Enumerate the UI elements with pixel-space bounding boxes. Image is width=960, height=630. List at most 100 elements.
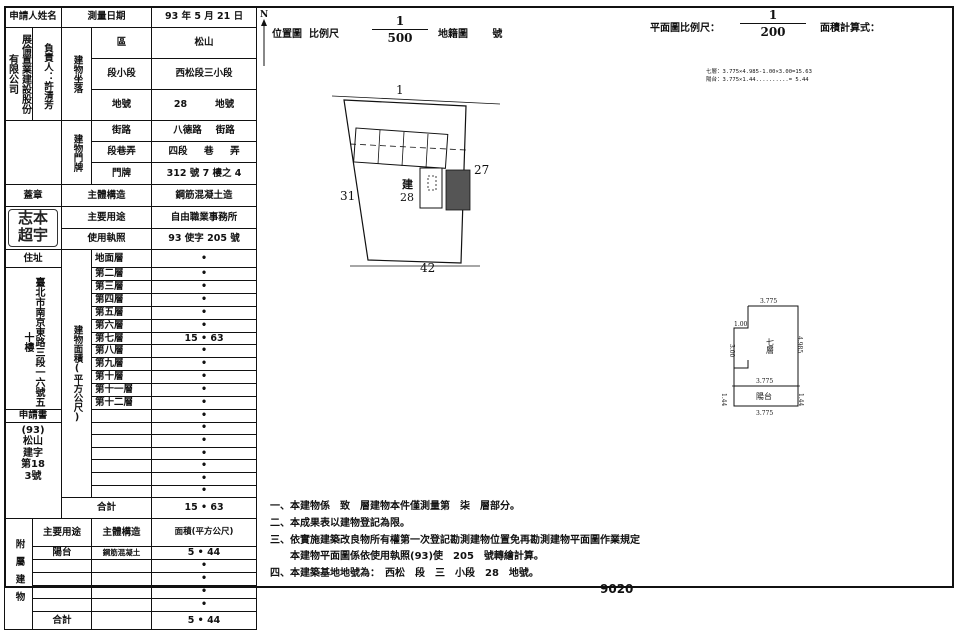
floor-name — [91, 459, 153, 473]
attached-area: • — [151, 585, 258, 600]
location-map-sketch: 1 31 27 42 建 28 — [331, 83, 501, 275]
attached-total-label: 合計 — [31, 611, 93, 630]
application-label: 申請書 — [3, 409, 63, 423]
attached-use — [31, 559, 93, 574]
floor-name: 地面層 — [91, 249, 153, 268]
attached-use: 陽台 — [31, 546, 93, 561]
use-value: 自由職業事務所 — [151, 206, 258, 229]
floor-name — [91, 471, 153, 486]
balcony-outline — [733, 385, 799, 407]
street-label: 街路 — [91, 120, 153, 142]
attached-use — [31, 598, 93, 613]
map-label-left: 31 — [340, 189, 355, 203]
floor-area: • — [151, 484, 258, 499]
building-unit-outline — [419, 167, 443, 209]
floor-plan-outline — [733, 306, 749, 368]
floor-name: 第三層 — [91, 279, 153, 294]
room-label-seventh-floor: 七層 — [766, 338, 775, 355]
floor-area: • — [151, 292, 258, 307]
attached-use — [31, 572, 93, 587]
attached-structure — [91, 598, 153, 613]
note-line: 二、本成果表以建物登記為限。 — [270, 518, 410, 529]
building-unit-hatched — [445, 169, 471, 211]
floor-area: • — [151, 305, 258, 320]
location-scale: 1 500 — [372, 14, 428, 45]
location-scale-label: 比例尺 — [308, 29, 339, 40]
street-value: 八德路 — [173, 125, 202, 137]
floor-plan-scale: 1 200 — [740, 8, 806, 39]
north-arrow-icon: N — [260, 10, 268, 66]
floor-name: 第十二層 — [91, 396, 153, 410]
floor-name: 第七層 — [91, 331, 153, 346]
floor-area: • — [151, 357, 258, 372]
dim-balcony-top: 3.775 — [756, 378, 773, 385]
applicant-seal-stamp: 志本 超宇 — [8, 209, 58, 247]
structure-value: 鋼筋混凝土造 — [151, 184, 258, 207]
street-suffix: 街路 — [215, 125, 235, 137]
dim-notch: 1.00 — [734, 321, 748, 328]
application-number: (93)松山建字第183號 — [21, 424, 45, 482]
number-value: 312 號 7 樓之 4 — [151, 162, 258, 185]
floor-name: 第十一層 — [91, 383, 153, 398]
floor-plan-sketch: 3.775 1.00 3.00 4.985 3.775 1.44 1.44 3.… — [720, 298, 804, 417]
map-building-number: 28 — [400, 191, 414, 204]
attached-total-value: 5 • 44 — [151, 611, 258, 630]
room-label-balcony: 陽台 — [756, 391, 772, 401]
map-label-bottom: 42 — [420, 261, 435, 275]
dim-top: 3.775 — [760, 298, 777, 305]
attached-structure — [91, 572, 153, 587]
lot-number: 28 — [173, 99, 188, 111]
applicant-name-label: 申請人姓名 — [3, 6, 63, 28]
floor-name: 第九層 — [91, 357, 153, 372]
attached-structure: 鋼筋混凝土 — [91, 546, 153, 561]
cadastral-number-label: 號 — [492, 29, 503, 40]
location-map-title: 位置圖 — [272, 29, 302, 40]
map-label-top: 1 — [396, 83, 404, 97]
floor-area: • — [151, 434, 258, 448]
attached-area: 5 • 44 — [151, 546, 258, 561]
floor-area: • — [151, 471, 258, 486]
building-footprint — [353, 127, 449, 169]
note-line: 本建物平面圖係依使用執照(93)使 205 號轉繪計算。 — [270, 551, 544, 562]
floor-area: • — [151, 279, 258, 294]
floor-area: • — [151, 421, 258, 436]
floor-name: 第十層 — [91, 370, 153, 385]
floor-area: • — [151, 249, 258, 268]
floor-name: 第二層 — [91, 267, 153, 281]
company-name: 展倫置業建設股份有限公司 — [6, 34, 31, 114]
floor-name — [91, 409, 153, 423]
dim-balcony-right: 1.44 — [797, 393, 804, 407]
lot-boundary — [343, 99, 467, 264]
floor-area: • — [151, 370, 258, 385]
floor-total-label: 合計 — [61, 497, 153, 520]
page-number: 9020 — [600, 582, 634, 596]
attached-use-header: 主要用途 — [31, 518, 93, 548]
subsection-value: 西松段三小段 — [151, 58, 258, 90]
note-line: 一、本建物係 致 層建物本件僅測量第 柒 層部分。 — [270, 501, 520, 512]
lane-label: 段巷弄 — [91, 141, 153, 163]
floor-area: 15 • 63 — [151, 331, 258, 346]
floor-name: 第五層 — [91, 305, 153, 320]
attached-area: • — [151, 598, 258, 613]
area-formula-line: 陽台：3.775×1.44..........= 5.44 — [706, 77, 809, 83]
lane-suffix: 弄 — [230, 146, 240, 158]
number-label: 門牌 — [91, 162, 153, 185]
district-value: 松山 — [151, 27, 258, 59]
note-line: 三、依實施建築改良物所有權第一次登記勘測建物位置免再勘測建物平面圖作業規定 — [270, 535, 640, 546]
representative-label: 負責人： — [42, 42, 53, 81]
lot-label: 地號 — [91, 89, 153, 121]
attached-area-header: 面積(平方公尺) — [151, 518, 258, 548]
floor-name — [91, 434, 153, 448]
floor-name: 第四層 — [91, 292, 153, 307]
site-label: 建物坐落 — [71, 55, 83, 93]
lane-value: 四段 — [168, 146, 188, 158]
district-label: 區 — [91, 27, 153, 59]
lot-suffix: 地號 — [215, 99, 235, 111]
structure-label: 主體構造 — [61, 184, 153, 207]
floor-name — [91, 421, 153, 436]
attached-structure-header: 主體構造 — [91, 518, 153, 548]
floor-name: 第六層 — [91, 318, 153, 333]
floor-plan-scale-den: 200 — [760, 25, 786, 39]
area-side-label: 建物面積(平方公尺) — [71, 324, 83, 423]
floor-plan-title: 平面圖比例尺： — [650, 23, 720, 34]
